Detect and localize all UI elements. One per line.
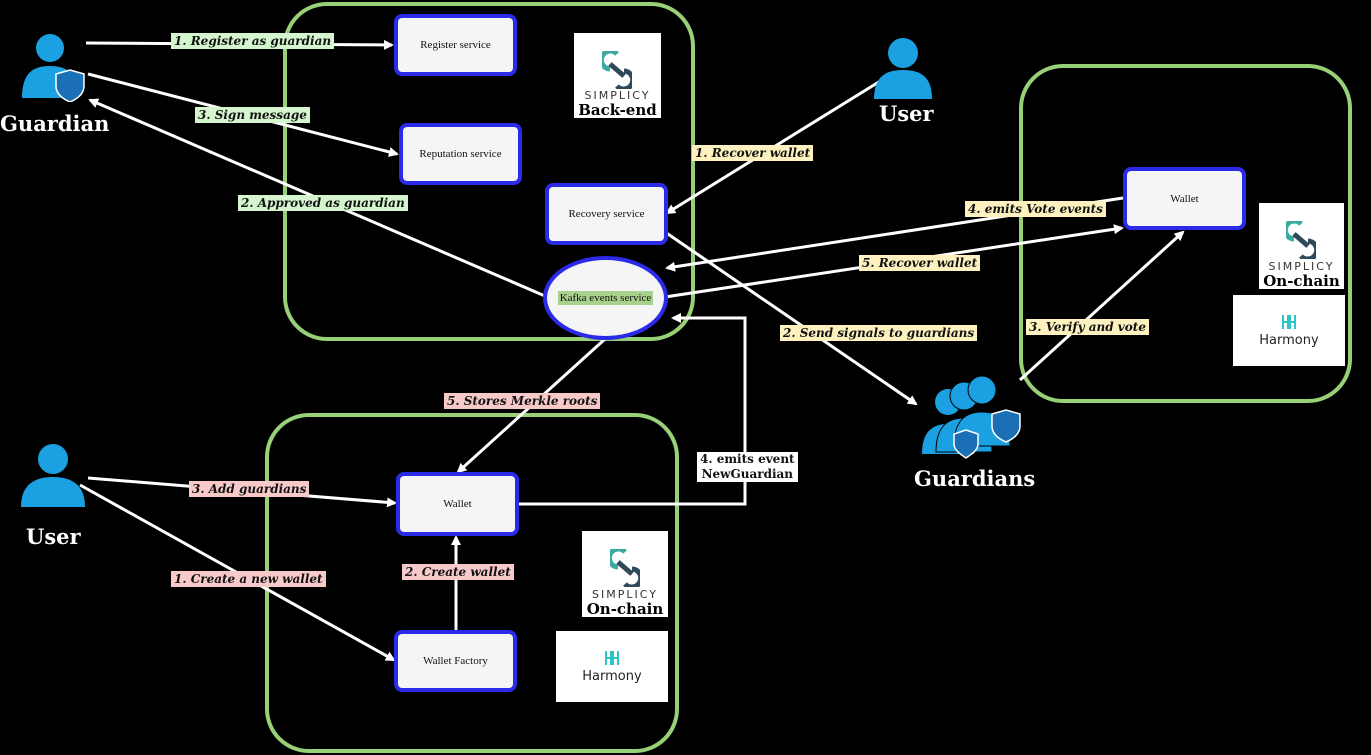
register-service-label: Register service — [420, 39, 491, 51]
label-emits-event-new-guardian: 4. emits event NewGuardian — [697, 452, 798, 482]
label-emits-event-line2: NewGuardian — [701, 467, 794, 481]
wallet-bottom[interactable]: Wallet — [396, 472, 519, 536]
label-sign-message: 3. Sign message — [195, 107, 310, 123]
register-service[interactable]: Register service — [394, 14, 517, 76]
edge-verify — [1018, 230, 1185, 382]
label-create-wallet: 2. Create wallet — [402, 564, 514, 580]
wallet-bottom-label: Wallet — [443, 498, 472, 510]
simplicy-onchain-bottom-logo: SIMPLICY On-chain — [582, 531, 668, 618]
simplicy-backend-word: SIMPLICY — [584, 89, 651, 102]
label-emits-vote-events: 4. emits Vote events — [965, 201, 1106, 217]
label-verify-and-vote: 3. Verify and vote — [1026, 319, 1149, 335]
wallet-factory[interactable]: Wallet Factory — [394, 630, 517, 692]
guardian-actor-name: Guardian — [0, 111, 110, 136]
label-recover-wallet-1: 1. Recover wallet — [692, 145, 814, 161]
simplicy-backend-logo: SIMPLICY Back-end — [574, 33, 661, 119]
kafka-service-label: Kafka events service — [557, 291, 654, 305]
backend-group — [283, 2, 695, 341]
edge-send-signals — [664, 230, 918, 406]
label-recover-wallet-5: 5. Recover wallet — [859, 255, 981, 271]
harmony-logo-icon — [605, 651, 619, 665]
simplicy-logo-icon — [610, 549, 640, 587]
label-stores-merkle-roots: 5. Stores Merkle roots — [444, 393, 601, 409]
reputation-service-label: Reputation service — [419, 148, 502, 160]
simplicy-onchain-bottom-label: On-chain — [586, 600, 664, 618]
wallet-right[interactable]: Wallet — [1123, 167, 1246, 230]
simplicy-onchain-bottom-word: SIMPLICY — [592, 588, 658, 601]
kafka-events-service[interactable]: Kafka events service — [543, 256, 668, 340]
guardians-actor-name: Guardians — [914, 466, 1036, 491]
simplicy-backend-label: Back-end — [578, 101, 657, 119]
harmony-bottom-label: Harmony — [582, 669, 642, 684]
simplicy-logo-icon — [1286, 221, 1316, 259]
label-send-signals: 2. Send signals to guardians — [780, 325, 978, 341]
label-emits-event-line1: 4. emits event — [700, 452, 795, 466]
wallet-factory-label: Wallet Factory — [423, 655, 488, 667]
reputation-service[interactable]: Reputation service — [399, 123, 522, 185]
guardian-actor-icon — [22, 34, 85, 102]
simplicy-logo-icon — [602, 51, 632, 89]
edge-new-guardian — [517, 313, 747, 506]
label-add-guardians: 3. Add guardians — [189, 481, 310, 497]
harmony-bottom-logo: Harmony — [556, 631, 668, 702]
harmony-right-logo: Harmony — [1233, 295, 1345, 366]
label-approved-as-guardian: 2. Approved as guardian — [238, 195, 408, 211]
recovery-service-label: Recovery service — [568, 208, 645, 220]
recovery-service[interactable]: Recovery service — [545, 183, 668, 245]
wallet-right-label: Wallet — [1170, 192, 1199, 205]
user-top-actor-icon — [874, 38, 932, 99]
simplicy-onchain-right-word: SIMPLICY — [1268, 260, 1335, 273]
label-register-as-guardian: 1. Register as guardian — [171, 33, 335, 49]
harmony-logo-icon — [1282, 315, 1296, 329]
user-top-actor-name: User — [879, 101, 934, 126]
simplicy-onchain-right-logo: SIMPLICY On-chain — [1259, 203, 1344, 290]
simplicy-onchain-right-label: On-chain — [1263, 272, 1340, 290]
label-create-new-wallet: 1. Create a new wallet — [171, 571, 326, 587]
guardians-actor-icon — [922, 375, 1021, 459]
user-left-actor-icon — [21, 444, 85, 507]
onchain-right-group — [1019, 64, 1352, 403]
user-left-actor-name: User — [26, 524, 81, 549]
harmony-right-label: Harmony — [1259, 333, 1319, 348]
